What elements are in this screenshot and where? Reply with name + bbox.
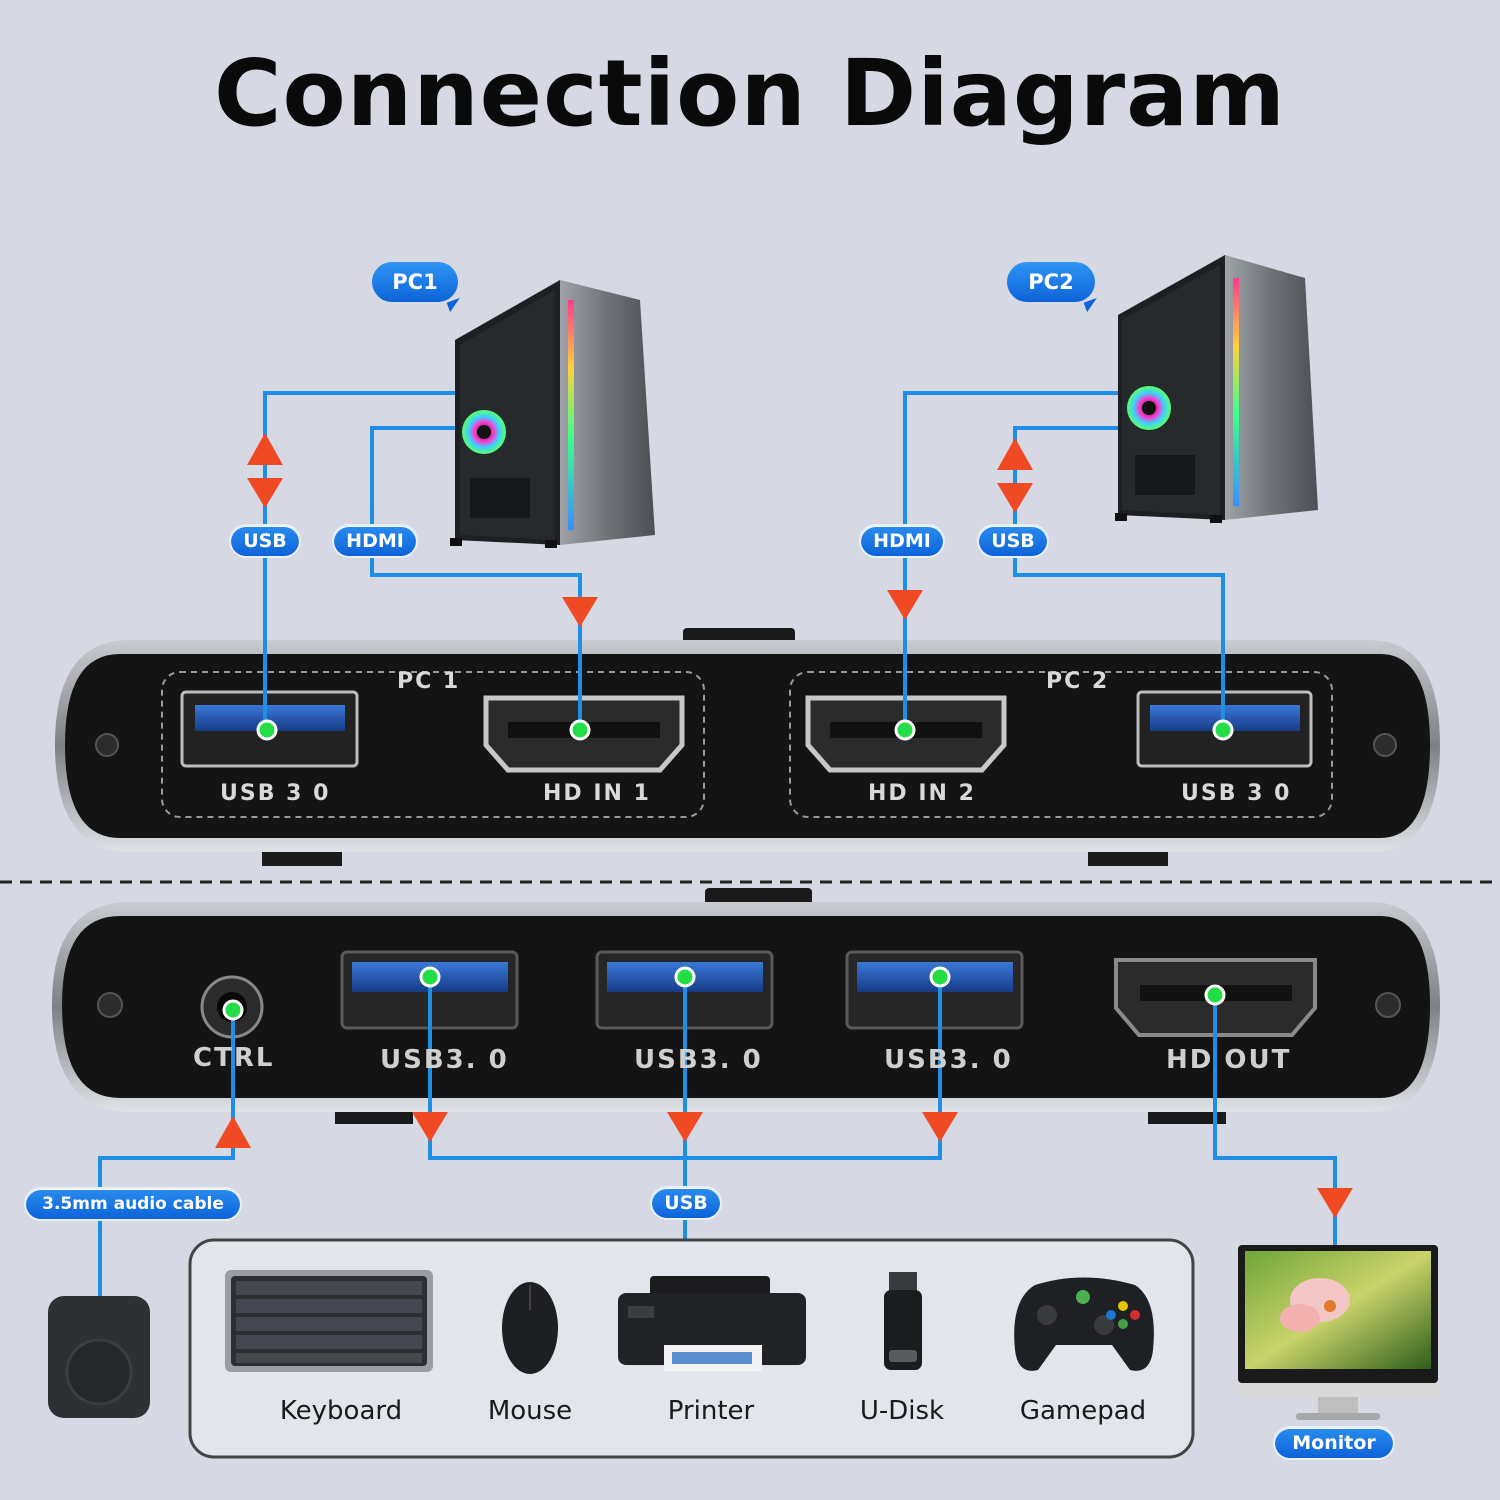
keyboard-icon (225, 1270, 433, 1372)
pc2-group-label: PC 2 (1046, 669, 1110, 694)
hd-out-label: HD OUT (1166, 1045, 1292, 1075)
ctrl-port-label: CTRL (193, 1043, 275, 1073)
u-disk-label: U-Disk (859, 1396, 945, 1426)
hd-in-1-label: HD IN 1 (543, 781, 651, 806)
usb-out-1-label: USB3. 0 (380, 1045, 509, 1075)
mouse-icon (502, 1282, 558, 1374)
pc1-group-label: PC 1 (397, 669, 461, 694)
direction-arrows (215, 433, 1353, 1218)
usb-right-port-label: USB 3 0 (1181, 781, 1292, 806)
pc2-tower-icon (1115, 255, 1318, 523)
hdmi-pc1-label: HDMI (334, 526, 416, 556)
keyboard-label: Keyboard (279, 1396, 403, 1426)
monitor-label: Monitor (1275, 1428, 1393, 1458)
switch-back-panel (52, 888, 1440, 1124)
port-dots (222, 719, 1234, 1021)
gamepad-icon (1014, 1277, 1154, 1371)
usb-pc1-label: USB (231, 526, 299, 556)
usb-pc2-label: USB (979, 526, 1047, 556)
audio-controller-icon (48, 1296, 150, 1418)
usb-hub-label: USB (652, 1188, 720, 1218)
mouse-label: Mouse (487, 1396, 573, 1426)
usb-out-2-label: USB3. 0 (634, 1045, 763, 1075)
printer-label: Printer (667, 1396, 755, 1426)
u-disk-icon (884, 1272, 922, 1370)
hdmi-pc2-label: HDMI (861, 526, 943, 556)
usb-left-port-label: USB 3 0 (220, 781, 331, 806)
pc2-label: PC2 (1007, 262, 1095, 302)
gamepad-label: Gamepad (1019, 1396, 1147, 1426)
audio-cable-label: 3.5mm audio cable (26, 1189, 240, 1219)
pc1-tower-icon (450, 280, 655, 548)
switch-front-panel (55, 628, 1440, 866)
page-title: Connection Diagram (213, 40, 1287, 147)
printer-icon (618, 1276, 806, 1371)
usb-out-3-label: USB3. 0 (884, 1045, 1013, 1075)
pc1-label: PC1 (372, 262, 458, 302)
monitor-icon (1238, 1245, 1438, 1420)
hd-in-2-label: HD IN 2 (868, 781, 976, 806)
